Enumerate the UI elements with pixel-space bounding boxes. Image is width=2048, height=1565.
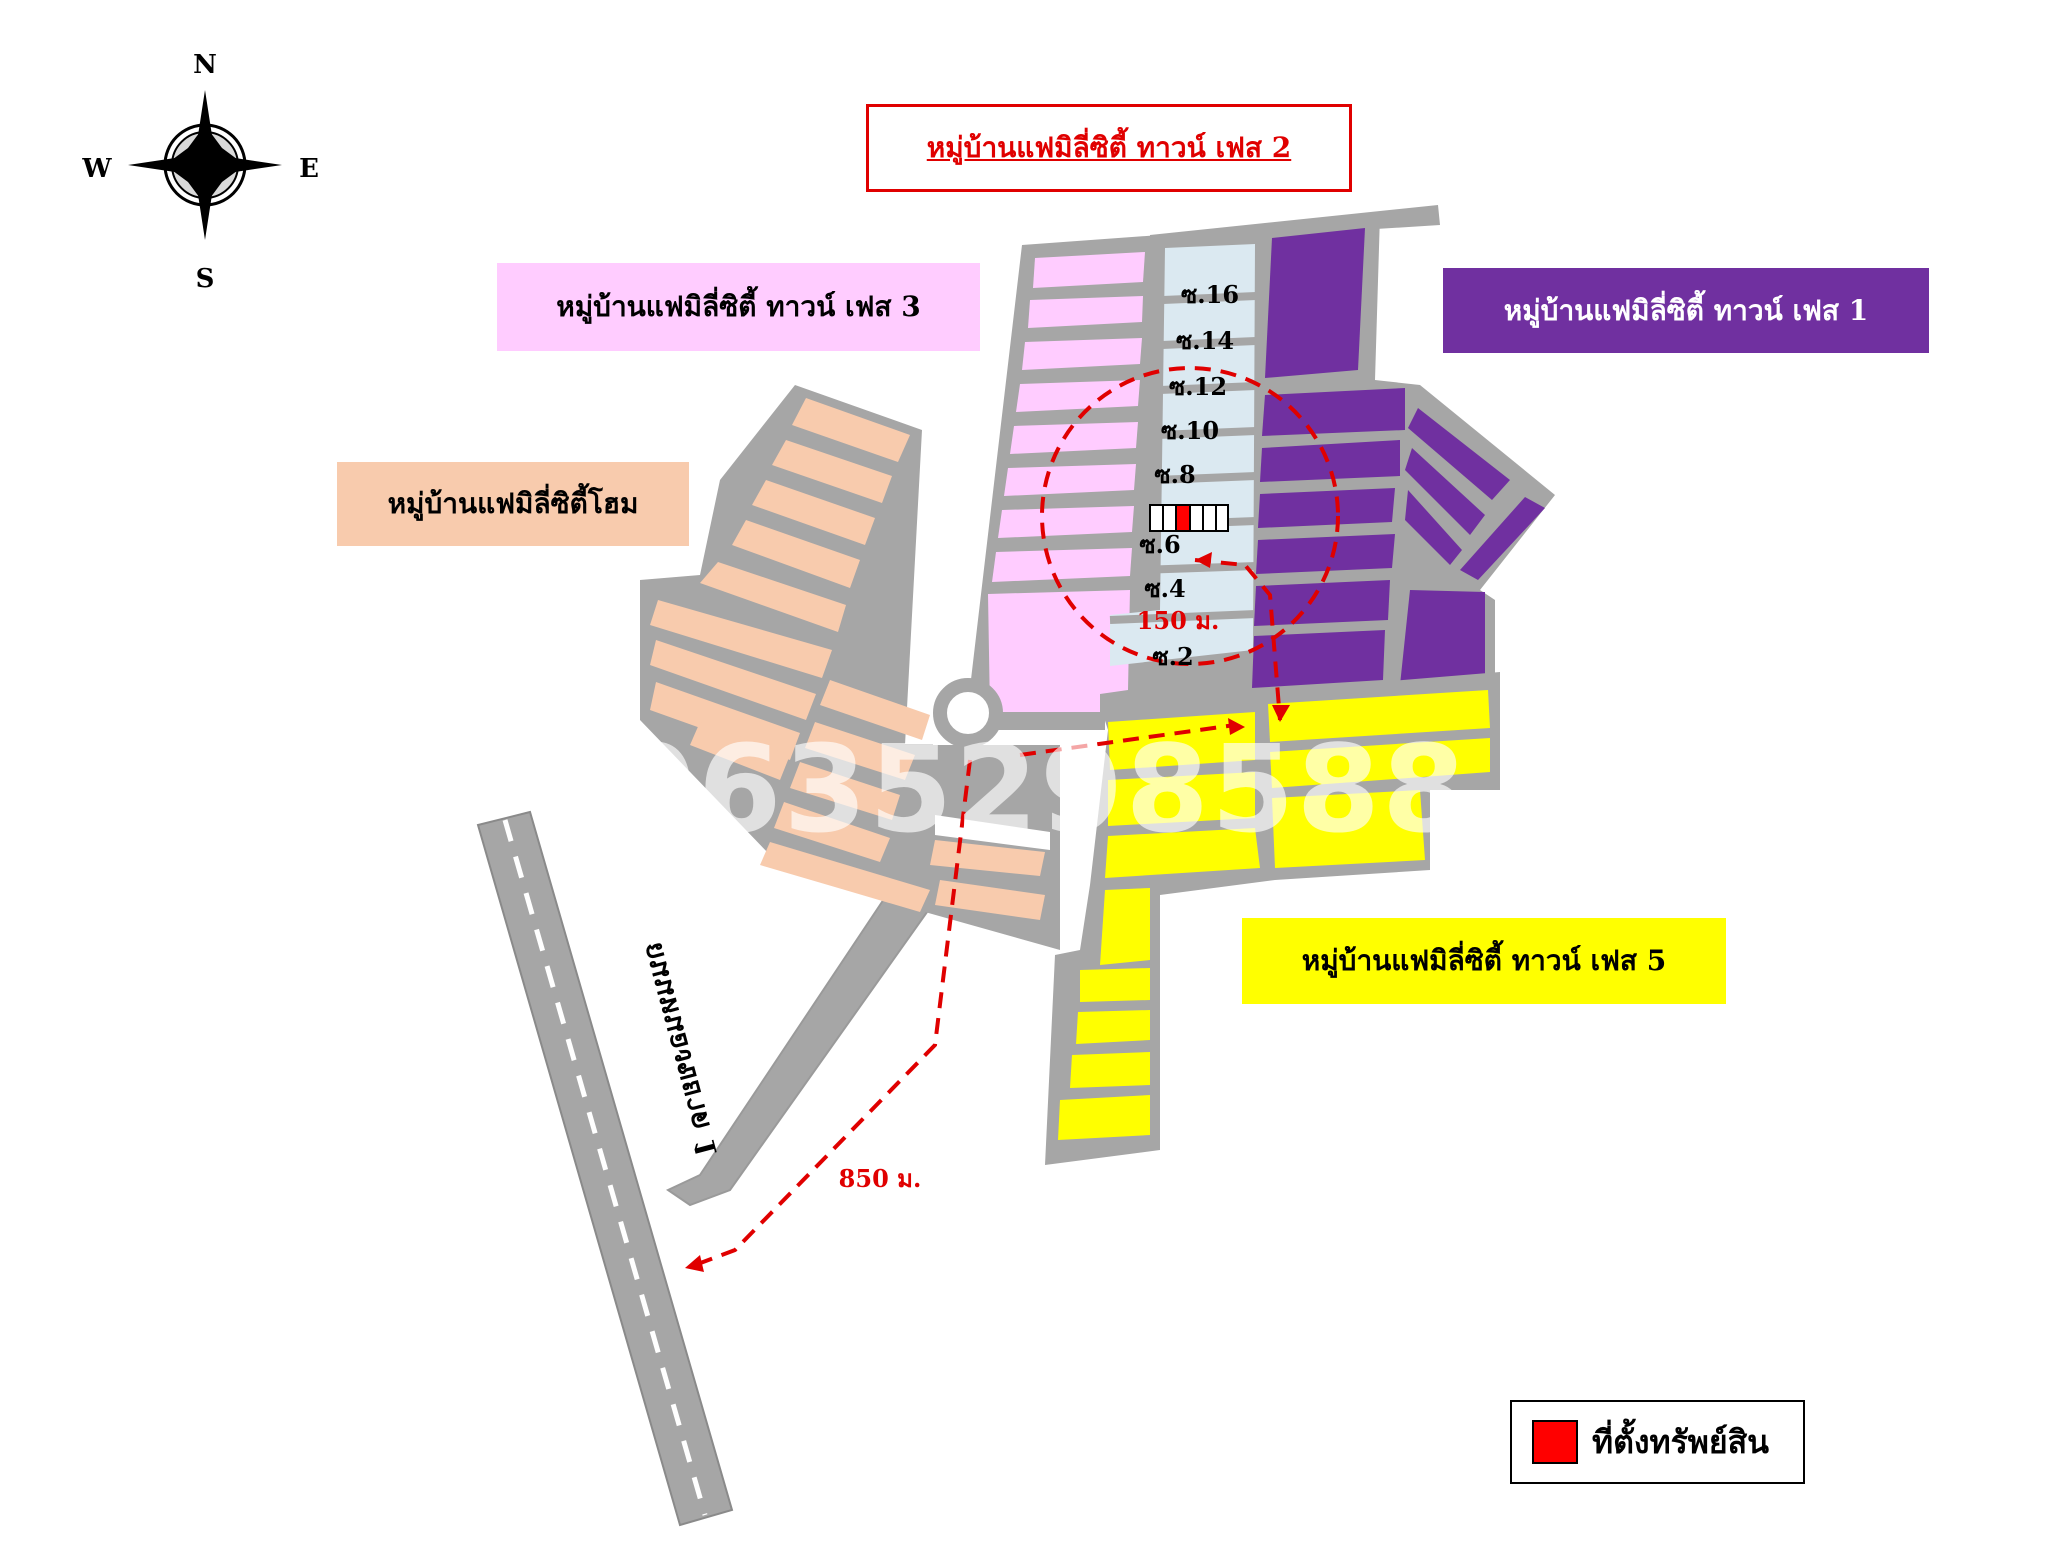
label-home: หมู่บ้านแฟมิลี่ซิตี้โฮม (337, 462, 689, 546)
compass-rose (128, 90, 282, 240)
compass-north: N (193, 50, 217, 80)
label-phase5: หมู่บ้านแฟมิลี่ซิตี้ ทาวน์ เฟส 5 (1242, 918, 1726, 1004)
compass-west: W (82, 154, 112, 184)
label-phase1: หมู่บ้านแฟมิลี่ซิตี้ ทาวน์ เฟส 1 (1443, 268, 1929, 353)
compass-south: S (195, 264, 215, 294)
soi-label: ซ.2 (1152, 641, 1194, 671)
soi-label: ซ.16 (1180, 279, 1240, 309)
route-line (694, 558, 1282, 1267)
compass-east: E (299, 154, 319, 184)
phase5-zone (1045, 672, 1500, 1165)
legend-label: ที่ตั้งทรัพย์สิน (1592, 1422, 1770, 1461)
distance-150m: 150 ม. (1136, 605, 1220, 635)
phase3-zone (968, 235, 1160, 730)
soi-label: ซ.10 (1160, 415, 1220, 445)
soi-label: ซ.14 (1175, 325, 1235, 355)
phase1-zone (1252, 215, 1555, 705)
soi-label: ซ.4 (1144, 573, 1186, 603)
label-phase3: หมู่บ้านแฟมิลี่ซิตี้ ทาวน์ เฟส 3 (497, 263, 980, 351)
watermark: 0635298588 (612, 720, 1468, 860)
soi-label: ซ.12 (1168, 371, 1228, 401)
distance-850m: 850 ม. (838, 1163, 922, 1193)
label-phase2: หมู่บ้านแฟมิลี่ซิตี้ ทาวน์ เฟส 2 (866, 104, 1352, 192)
soi-label: ซ.8 (1154, 459, 1196, 489)
roundabout (933, 678, 1003, 748)
soi-label: ซ.6 (1139, 529, 1181, 559)
property-marker (1149, 504, 1229, 532)
radius-circle (1040, 366, 1340, 666)
legend-property-swatch (1532, 1420, 1578, 1464)
legend: ที่ตั้งทรัพย์สิน (1510, 1400, 1805, 1484)
highway (476, 810, 734, 1527)
